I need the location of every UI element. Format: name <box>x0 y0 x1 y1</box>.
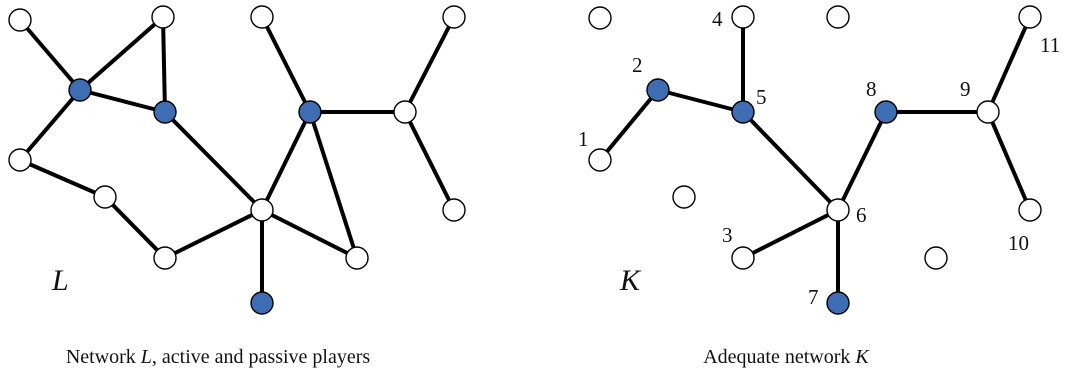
network-l-edge-e-f <box>78 88 167 114</box>
network-k-node-label-3: 3 <box>722 223 733 247</box>
network-k-node-label-9: 9 <box>960 77 971 101</box>
network-k-edge-n9-n11 <box>986 15 1032 114</box>
network-k-node-label-5: 5 <box>756 85 767 109</box>
network-k-node-passive-n4 <box>731 5 755 29</box>
network-k-edge-n6-n8 <box>836 110 888 212</box>
network-k-node-passive-q3 <box>672 185 696 209</box>
network-k-nodes <box>588 5 1042 315</box>
network-k-edge-n2-n5 <box>656 88 745 114</box>
network-k-node-label-8: 8 <box>866 77 877 101</box>
network-k-node-label-7: 7 <box>808 285 819 309</box>
network-k-node-passive-q4 <box>924 246 948 270</box>
network-k-node-label-1: 1 <box>578 127 589 151</box>
network-k-node-passive-n11 <box>1018 5 1042 29</box>
network-l-node-passive-i <box>93 185 117 209</box>
caption-network-k: Adequate network K <box>703 346 870 368</box>
network-l-node-passive-n <box>345 246 369 270</box>
caption-network-l: Network L, active and passive players <box>66 346 371 368</box>
network-k-letter: K <box>619 264 642 297</box>
network-l-node-passive-j <box>393 100 417 124</box>
network-k-edge-n3-n6 <box>741 208 840 260</box>
network-k-node-passive-n10 <box>1018 198 1042 222</box>
network-k-edge-n1-n2 <box>598 88 660 162</box>
network-l-node-passive-b <box>151 5 175 29</box>
network-k-edges <box>598 15 1032 305</box>
network-l-edge-g-n <box>308 110 359 260</box>
network-l-edge-e-b <box>78 15 165 92</box>
network-l-nodes <box>8 5 466 315</box>
network-k-node-passive-n1 <box>588 148 612 172</box>
network-k-node-active-n5 <box>731 100 755 124</box>
network-k-node-passive-q1 <box>588 6 612 30</box>
network-l-edge-l-m <box>163 208 264 260</box>
network-k-node-passive-n3 <box>731 246 755 270</box>
network-l-node-active-g <box>298 100 322 124</box>
network-k-node-label-6: 6 <box>856 203 867 227</box>
network-l-node-active-f <box>153 100 177 124</box>
network-l-node-passive-c <box>250 5 274 29</box>
network-l-node-passive-k <box>442 198 466 222</box>
network-k-edge-n5-n6 <box>741 110 840 212</box>
network-l-edge-f-m <box>163 110 264 212</box>
network-l-node-passive-l <box>153 246 177 270</box>
network-k-node-label-10: 10 <box>1008 231 1029 255</box>
network-k-node-passive-n9 <box>976 100 1000 124</box>
network-l-node-passive-h <box>8 148 32 172</box>
network-l-edge-m-n <box>260 208 359 260</box>
network-l-node-active-p <box>250 291 274 315</box>
network-l-edge-b-f <box>161 15 167 114</box>
network-l-node-active-e <box>68 78 92 102</box>
network-l-node-passive-d <box>442 5 466 29</box>
network-k-node-passive-q2 <box>826 5 850 29</box>
network-k-node-label-11: 11 <box>1040 33 1060 57</box>
network-l-node-passive-a <box>8 8 32 32</box>
network-l-edge-j-k <box>403 110 456 212</box>
network-l-edge-g-m <box>260 110 312 212</box>
network-l-edge-i-l <box>103 195 167 260</box>
network-k-node-active-n7 <box>826 291 850 315</box>
network-l-edge-h-i <box>18 158 107 199</box>
network-l-edge-e-h <box>18 88 82 162</box>
network-k-edge-n9-n10 <box>986 110 1032 212</box>
network-l-edge-a-e <box>18 18 82 92</box>
network-l-letter: L <box>51 264 69 297</box>
network-l-edge-d-j <box>403 15 456 114</box>
network-k-node-label-2: 2 <box>632 53 643 77</box>
network-k-node-active-n2 <box>646 78 670 102</box>
network-k-node-passive-n6 <box>826 198 850 222</box>
network-l-edges <box>18 15 456 305</box>
network-k-node-labels: 4 11 2 5 8 9 1 6 10 3 7 <box>578 7 1060 309</box>
network-k-node-active-n8 <box>874 100 898 124</box>
network-l-edge-c-g <box>260 15 312 114</box>
network-k-node-label-4: 4 <box>712 7 723 31</box>
network-l-node-passive-m <box>250 198 274 222</box>
